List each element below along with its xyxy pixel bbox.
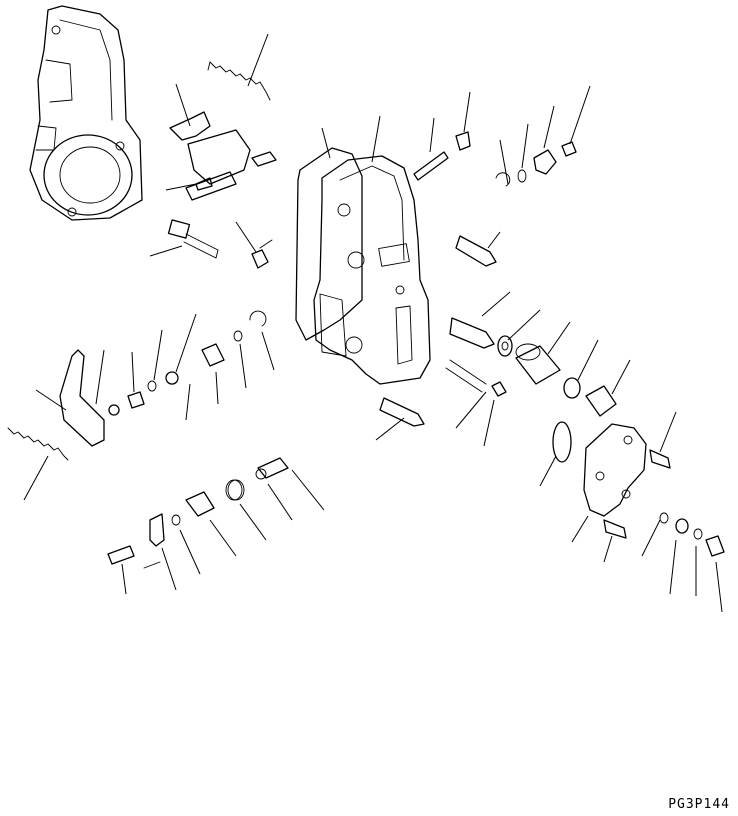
lower-washer <box>171 514 181 526</box>
leader-line <box>371 115 381 163</box>
governor-cover-body <box>313 155 431 385</box>
o-ring-top <box>517 169 527 183</box>
lower-bushing <box>185 491 215 517</box>
leader-lines <box>23 33 723 613</box>
bushing-left <box>201 343 225 367</box>
cover-gasket <box>295 147 363 341</box>
leader-line <box>23 455 49 501</box>
leader-line <box>185 383 191 421</box>
stud-bolt <box>445 359 487 393</box>
leader-line <box>247 33 269 87</box>
leader-line <box>483 399 495 447</box>
right-o-ring <box>693 528 703 540</box>
nut-top <box>561 141 577 157</box>
lower-spring-coil <box>225 479 245 501</box>
leader-line <box>209 519 237 557</box>
leader-line <box>577 339 599 381</box>
leader-line <box>455 391 487 429</box>
leader-line <box>131 351 135 393</box>
leader-line <box>235 221 257 253</box>
lower-plug <box>257 457 289 479</box>
leader-line <box>543 105 555 149</box>
bushing-top <box>533 149 557 175</box>
leader-line <box>669 539 677 595</box>
leader-line <box>539 455 557 487</box>
leader-line <box>175 313 197 373</box>
leader-line <box>569 85 591 145</box>
leader-line <box>179 529 201 575</box>
lower-bolt-left <box>107 545 135 565</box>
leader-line <box>153 329 163 381</box>
small-collar <box>127 391 145 409</box>
lower-bolt <box>379 397 425 427</box>
leader-line <box>481 291 511 317</box>
governor-housing <box>29 5 143 221</box>
leader-line <box>611 359 631 395</box>
right-washer <box>659 512 669 524</box>
pin <box>195 177 213 191</box>
leader-line <box>571 515 589 543</box>
leader-line <box>215 371 219 405</box>
leader-line <box>603 535 613 563</box>
small-washer <box>147 380 157 392</box>
leader-line <box>659 411 677 453</box>
leader-line <box>261 331 275 371</box>
leader-line <box>375 417 405 441</box>
right-bolt <box>455 235 497 267</box>
o-ring-left <box>233 330 243 342</box>
spacer-tube <box>515 343 561 385</box>
adjusting-screw <box>449 317 495 349</box>
plug <box>455 131 471 151</box>
snap-ring-top <box>495 172 511 187</box>
right-small-bolt <box>649 449 671 469</box>
leader-line <box>95 349 105 405</box>
washer-right <box>497 335 513 357</box>
figure-code: PG3P144 <box>668 797 730 812</box>
leader-line <box>149 245 183 257</box>
nut-right <box>491 381 507 397</box>
right-cover-plate <box>583 423 647 517</box>
small-nut <box>108 404 120 416</box>
snap-ring-left <box>249 310 267 327</box>
leader-line <box>521 123 529 169</box>
left-bracket <box>59 349 105 447</box>
leader-line <box>507 309 541 341</box>
leader-line <box>121 563 127 595</box>
dowel-pin <box>413 151 449 181</box>
leader-line <box>499 139 509 185</box>
governor-spring-left <box>7 427 69 461</box>
leader-line <box>641 519 661 557</box>
leader-line <box>547 321 571 355</box>
leader-line <box>291 469 325 511</box>
leader-line <box>161 547 177 591</box>
long-bolt <box>167 219 219 259</box>
leader-line <box>239 343 247 389</box>
right-small-bolt-2 <box>603 519 627 539</box>
flange-screw <box>251 239 273 269</box>
leader-line <box>239 503 267 541</box>
leader-line <box>715 561 723 613</box>
washer <box>563 377 581 399</box>
right-cap <box>705 535 725 557</box>
leader-line <box>463 91 471 133</box>
lever-assembly <box>169 111 277 201</box>
leader-line <box>429 117 435 153</box>
o-ring-oval <box>552 421 572 463</box>
lower-pin-left <box>143 561 161 569</box>
governor-spring-top <box>207 61 271 101</box>
small-nut-2 <box>165 371 179 385</box>
leader-line <box>175 83 191 127</box>
leader-line <box>165 183 197 191</box>
lower-small-ring <box>255 468 267 480</box>
leader-line <box>35 389 67 411</box>
leader-line <box>267 483 293 521</box>
lower-plate <box>149 513 165 547</box>
cap <box>585 385 617 417</box>
leader-line <box>487 231 501 249</box>
right-nut <box>675 518 689 534</box>
leader-line <box>321 127 331 159</box>
